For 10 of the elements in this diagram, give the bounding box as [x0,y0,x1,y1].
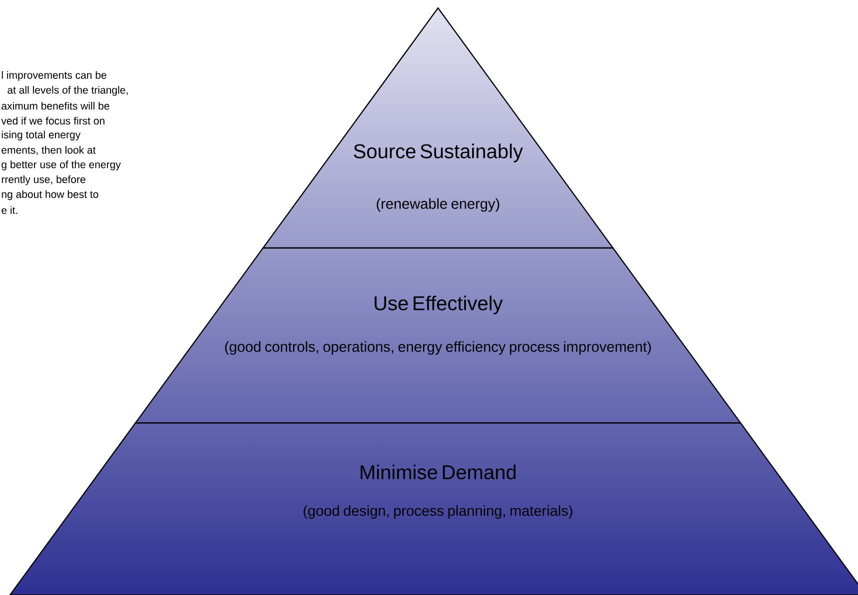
note-text: ved if we focus first on [1,116,104,125]
note-text: at all levels of the triangle, [8,86,128,96]
note-text: aximum benefits will be [2,102,110,110]
note-text: ements, then look at [2,146,96,155]
note-text: rrently use, before [2,175,86,186]
note-text: ising total energy [2,130,81,140]
note-text: l improvements can be [2,71,106,81]
note-text: ng about how best to [2,190,98,200]
note-text: e it. [2,206,18,214]
note-text: g better use of the energy [2,160,121,170]
